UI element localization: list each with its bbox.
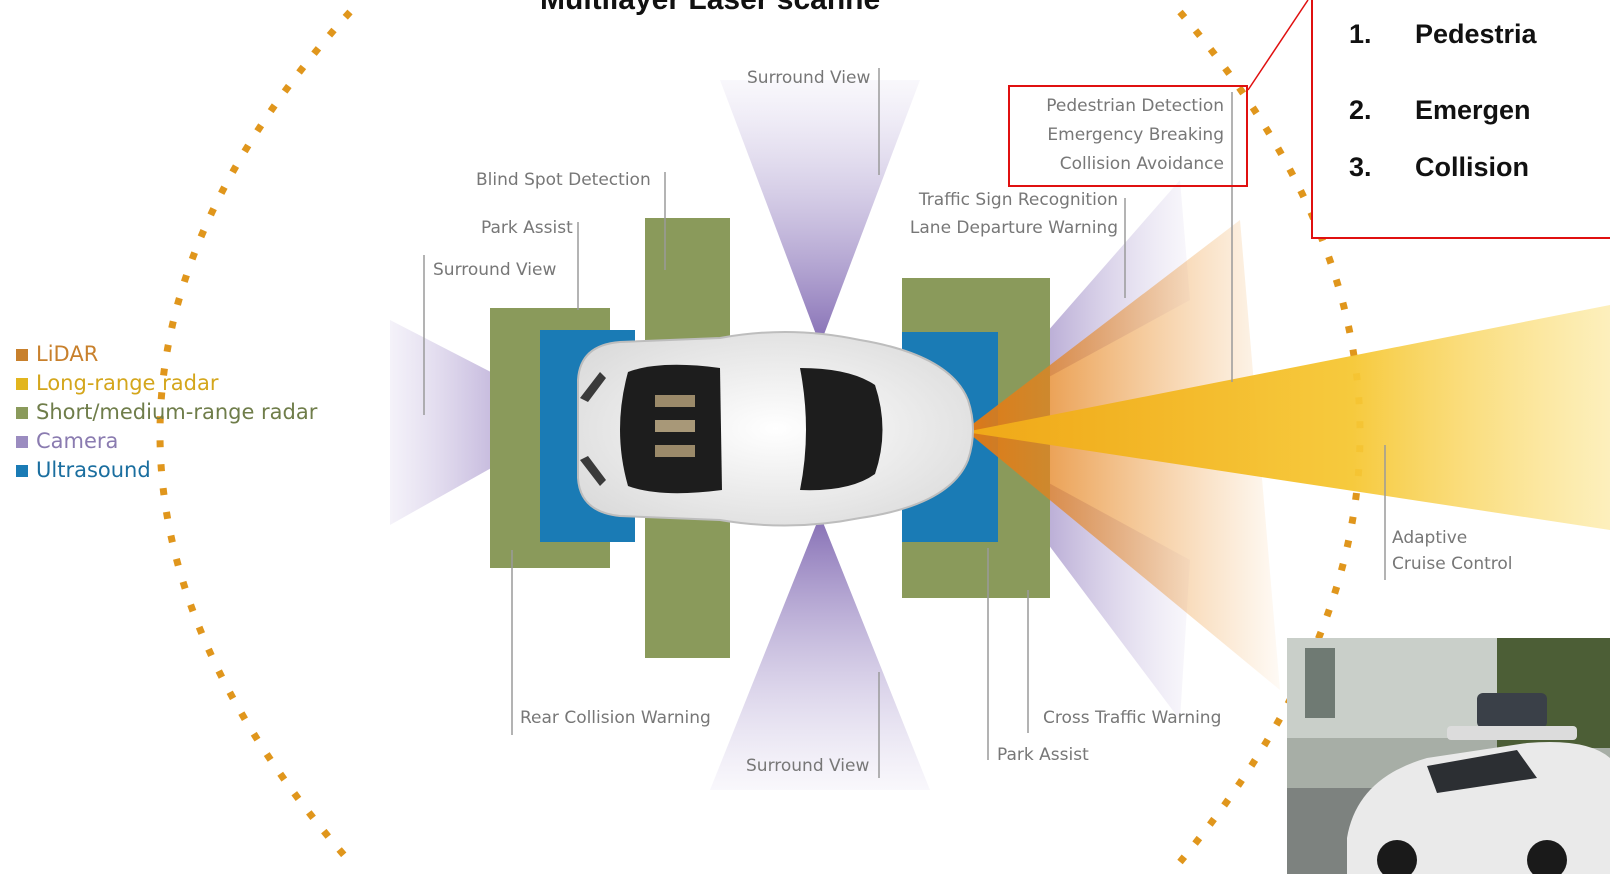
legend-swatch: [16, 349, 28, 361]
legend-item-ultrasound: Ultrasound: [16, 456, 317, 485]
callout-item: 1.Pedestria: [1349, 19, 1537, 50]
short-radar-bottom: [645, 500, 730, 658]
camera-beam-top: [720, 80, 920, 345]
legend-swatch: [16, 407, 28, 419]
label-collision-avoidance: Collision Avoidance: [1012, 154, 1224, 175]
label-surround-view-bottom: Surround View: [746, 756, 869, 777]
page-title: Multilayer Laser scanne: [540, 0, 880, 17]
callout-pointer-line: [1240, 0, 1320, 100]
label-adaptive: Adaptive: [1392, 528, 1467, 549]
legend-item-short-radar: Short/medium-range radar: [16, 398, 317, 427]
label-park-assist-rear: Park Assist: [481, 218, 573, 239]
camera-beam-bottom: [710, 515, 930, 790]
car-top-view: [578, 332, 973, 526]
legend-item-camera: Camera: [16, 427, 317, 456]
label-cruise-control: Cruise Control: [1392, 554, 1513, 575]
label-pedestrian-detection: Pedestrian Detection: [1012, 96, 1224, 117]
callout-box: 1.Pedestria 2.Emergen 3.Collision: [1311, 0, 1610, 239]
label-blind-spot-detection: Blind Spot Detection: [476, 170, 651, 191]
legend-item-long-range-radar: Long-range radar: [16, 369, 317, 398]
vehicle-photo: [1287, 638, 1610, 874]
callout-item: 2.Emergen: [1349, 95, 1531, 126]
label-emergency-breaking: Emergency Breaking: [1012, 125, 1224, 146]
label-lane-departure-warning: Lane Departure Warning: [890, 218, 1118, 239]
label-cross-traffic-warning: Cross Traffic Warning: [1043, 708, 1221, 729]
label-surround-view-rear: Surround View: [433, 260, 556, 281]
label-traffic-sign-recognition: Traffic Sign Recognition: [890, 190, 1118, 211]
legend: LiDAR Long-range radar Short/medium-rang…: [16, 340, 317, 485]
label-park-assist-front: Park Assist: [997, 745, 1089, 766]
legend-item-lidar: LiDAR: [16, 340, 317, 369]
legend-swatch: [16, 378, 28, 390]
legend-swatch: [16, 436, 28, 448]
label-surround-view-top: Surround View: [747, 68, 870, 89]
label-rear-collision-warning: Rear Collision Warning: [520, 708, 711, 729]
legend-swatch: [16, 465, 28, 477]
callout-item: 3.Collision: [1349, 152, 1529, 183]
